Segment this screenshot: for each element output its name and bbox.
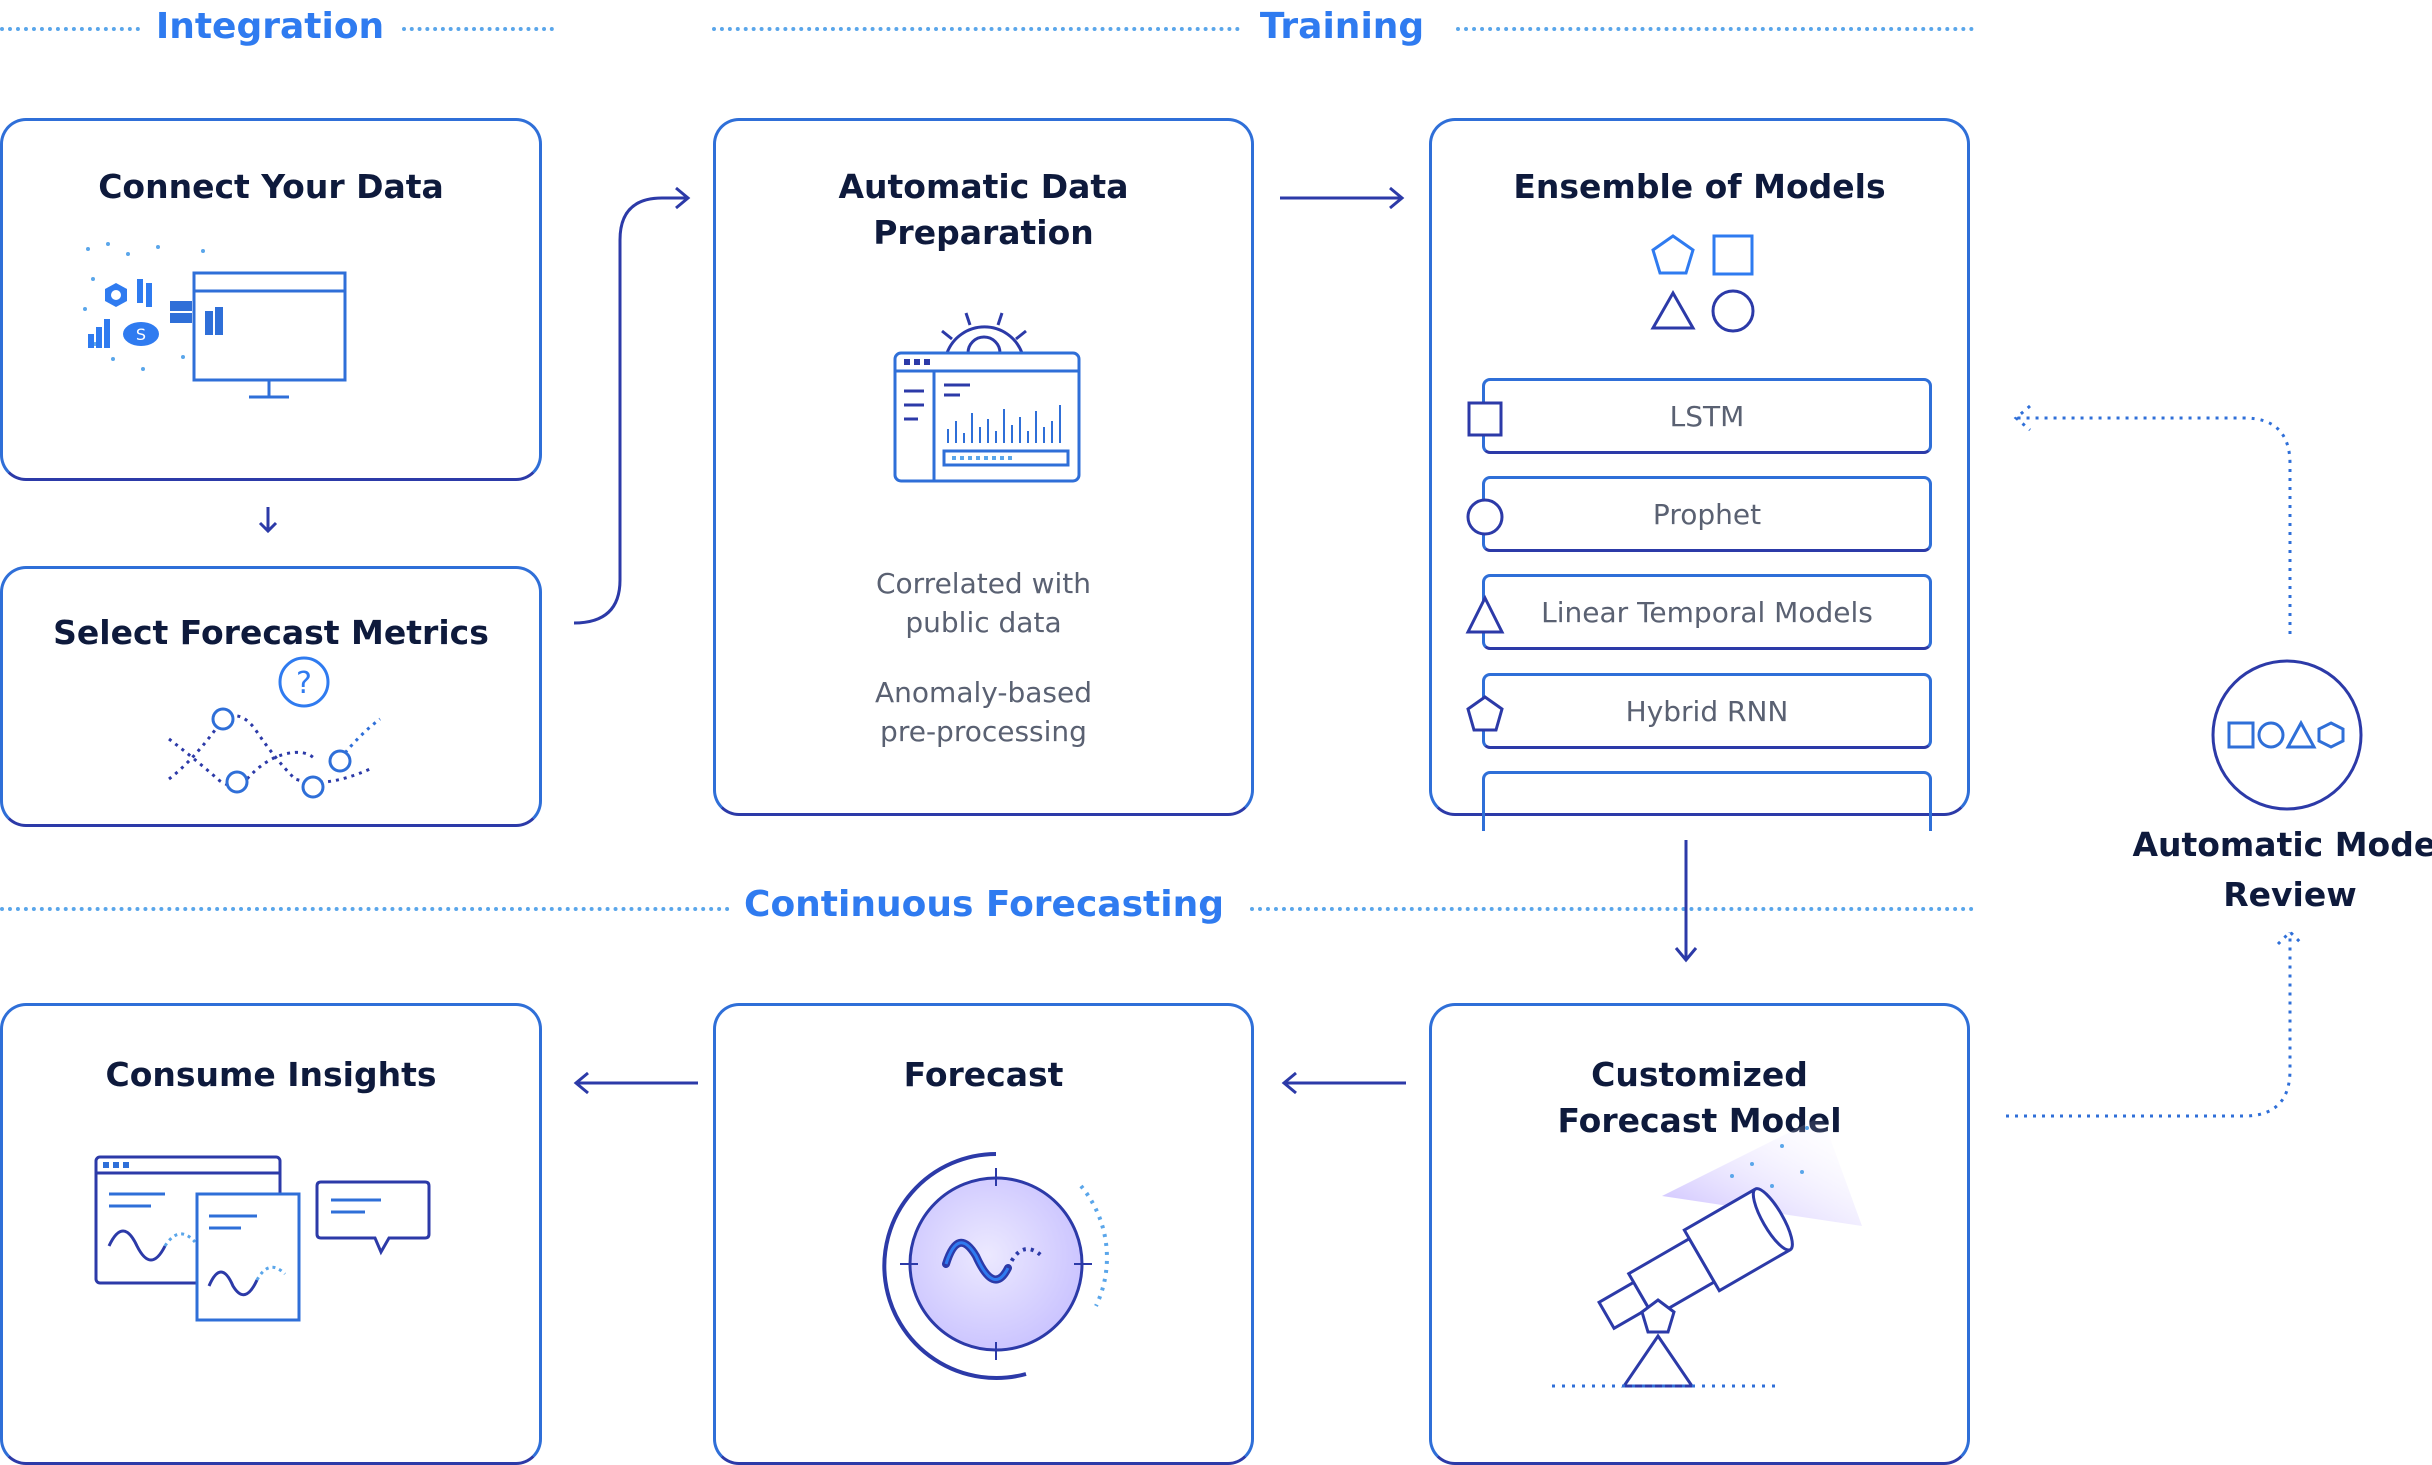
arrow-forecast-to-consume <box>573 1071 698 1095</box>
card-connect-your-data: Connect Your Data S <box>0 118 542 481</box>
model-row-lstm: LSTM <box>1467 378 1932 454</box>
wave-gauge-icon <box>882 1152 1109 1380</box>
card-title: Customized Forecast Model <box>1557 1055 1842 1140</box>
pentagon-icon <box>1466 695 1504 732</box>
training-rule-left <box>712 27 1240 31</box>
note-correlated: Correlated with public data <box>875 567 1092 639</box>
note-anomaly: Anomaly-based pre-processing <box>875 676 1092 748</box>
triangle-icon <box>1465 594 1505 634</box>
continuous-rule-left <box>0 907 730 911</box>
model-label: LSTM <box>1669 399 1745 433</box>
review-badge-icon <box>2211 659 2363 811</box>
card-title: Forecast <box>903 1055 1064 1094</box>
card-customized-forecast-model: Customized Forecast Model <box>1429 1003 1970 1465</box>
section-integration: Integration <box>155 6 385 47</box>
card-automatic-data-preparation: Automatic Data Preparation Correlated wi… <box>713 118 1254 816</box>
model-row-prophet: Prophet <box>1466 476 1932 552</box>
review-label: Automatic Model Review <box>2132 825 2432 914</box>
card-select-forecast-metrics: Select Forecast Metrics ? <box>0 566 542 827</box>
review-loop-bottom <box>2006 929 2304 1118</box>
svg-text:S: S <box>136 325 146 344</box>
model-shapes-icon <box>1650 234 1755 333</box>
arrow-ensemble-to-customized <box>1674 840 1698 963</box>
card-forecast: Forecast <box>713 1003 1254 1465</box>
arrow-customized-to-forecast <box>1281 1071 1406 1095</box>
card-title: Ensemble of Models <box>1513 167 1886 206</box>
model-row-partial <box>1482 771 1932 831</box>
arrow-down-connect-to-select <box>258 507 278 534</box>
model-label: Prophet <box>1652 497 1762 531</box>
circle-icon <box>1466 498 1504 536</box>
card-title: Automatic Data Preparation <box>838 167 1129 252</box>
telescope-icon <box>1552 1116 1862 1388</box>
data-sources-icon: S <box>83 242 347 399</box>
square-icon <box>1467 401 1503 437</box>
card-ensemble-of-models: Ensemble of Models LSTM Prophet Linear T… <box>1429 118 1970 831</box>
svg-text:?: ? <box>296 666 312 701</box>
section-training: Training <box>1259 6 1425 47</box>
card-title: Consume Insights <box>105 1055 437 1094</box>
card-title: Select Forecast Metrics <box>53 613 489 652</box>
integration-rule-left <box>0 27 140 31</box>
arrow-prep-to-ensemble <box>1280 186 1405 210</box>
training-rule-right <box>1456 27 1974 31</box>
card-title: Connect Your Data <box>98 167 444 206</box>
model-row-linear-temporal: Linear Temporal Models <box>1465 574 1932 650</box>
model-label: Hybrid RNN <box>1625 694 1789 728</box>
section-continuous-forecasting: Continuous Forecasting <box>744 884 1224 925</box>
card-consume-insights: Consume Insights <box>0 1003 542 1465</box>
arrow-select-to-prep <box>573 186 691 625</box>
review-loop-top <box>2013 404 2292 634</box>
insight-documents-icon <box>94 1155 431 1322</box>
question-icon: ? <box>168 656 381 799</box>
gear-dashboard-icon <box>893 312 1081 483</box>
integration-rule-right <box>402 27 554 31</box>
model-label: Linear Temporal Models <box>1541 595 1873 629</box>
continuous-rule-right <box>1250 907 1974 911</box>
model-row-hybrid-rnn: Hybrid RNN <box>1466 673 1932 749</box>
